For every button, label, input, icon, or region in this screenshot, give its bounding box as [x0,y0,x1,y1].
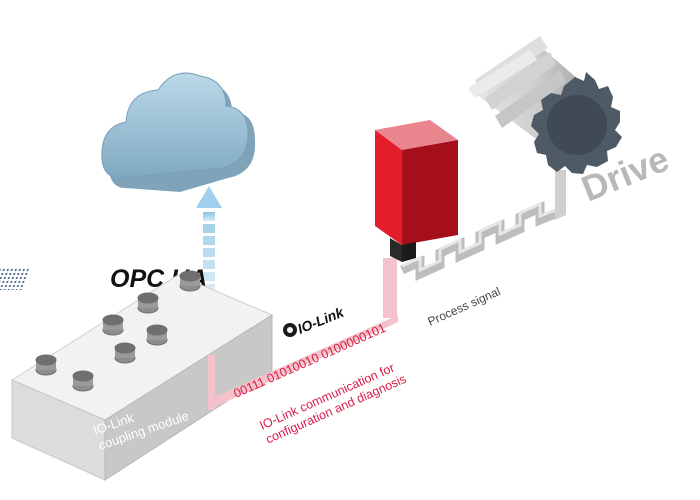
io-link-logo-text: IO-Link [295,303,347,336]
io-link-coupling-module: IO-Link coupling module [10,270,274,481]
module-connectors [35,270,201,392]
gear-drive: Drive [468,36,675,209]
cloud-icon [101,72,256,192]
process-signal-label: Process signal [426,284,503,329]
photoelectric-sensor [375,120,458,262]
io-link-logo: IO-Link [283,303,347,337]
io-link-cable [208,315,398,410]
sensor-cable [383,258,397,318]
process-signal-wave [400,170,566,281]
